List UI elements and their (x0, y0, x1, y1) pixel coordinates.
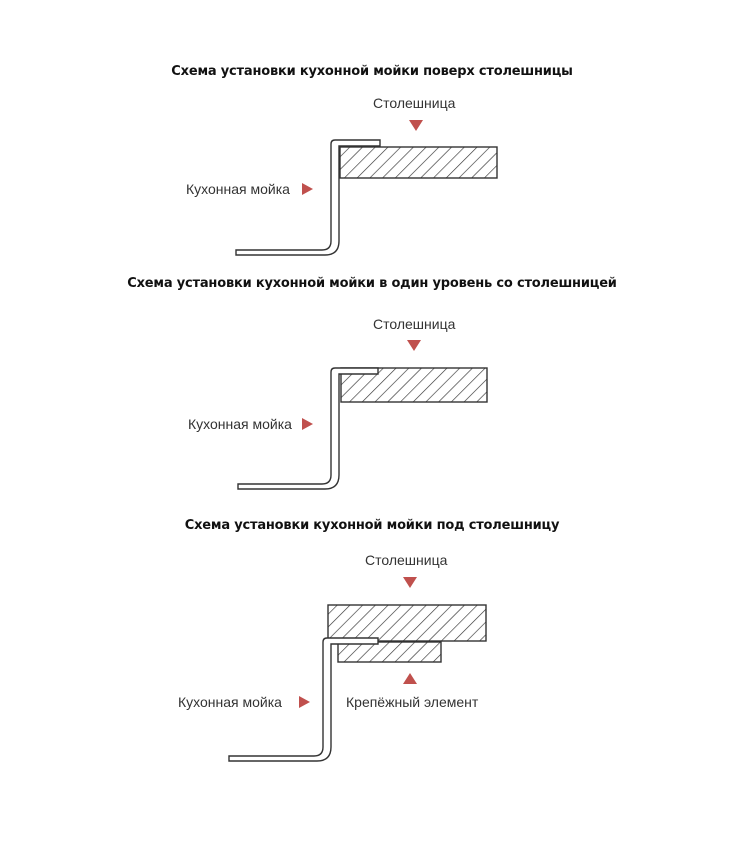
countertop-block (339, 146, 498, 179)
countertop-block (327, 604, 487, 642)
diagram-undermount (228, 577, 487, 762)
diagram-title: Схема установки кухонной мойки под столе… (184, 518, 560, 533)
diagram-flush (237, 340, 488, 490)
countertop-label: Столешница (373, 95, 456, 111)
countertop-arrow (403, 577, 417, 588)
sink-arrow (299, 696, 310, 708)
sink-profile (235, 139, 381, 256)
countertop-block (340, 367, 488, 403)
fastener-block (337, 641, 442, 663)
countertop-arrow (407, 340, 421, 351)
sink-label: Кухонная мойка (186, 181, 290, 197)
fastener-arrow (403, 673, 417, 684)
diagram-title: Схема установки кухонной мойки в один ур… (127, 276, 617, 291)
countertop-label: Столешница (373, 316, 456, 332)
countertop-arrow (409, 120, 423, 131)
sink-profile (237, 367, 379, 490)
sink-arrow (302, 183, 313, 195)
diagram-title: Схема установки кухонной мойки поверх ст… (171, 64, 573, 79)
diagram-overmount (235, 120, 498, 256)
countertop-label: Столешница (365, 552, 448, 568)
sink-profile (228, 637, 379, 762)
sink-label: Кухонная мойка (188, 416, 292, 432)
sink-arrow (302, 418, 313, 430)
fastener-label: Крепёжный элемент (346, 694, 479, 710)
sink-label: Кухонная мойка (178, 694, 282, 710)
